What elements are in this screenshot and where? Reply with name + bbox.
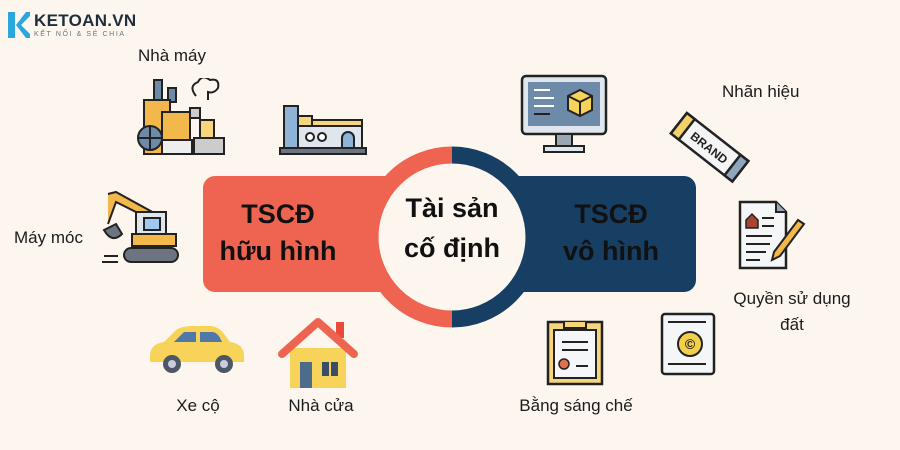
software-monitor-icon bbox=[520, 74, 608, 159]
center-title-line2: cố định bbox=[404, 233, 500, 263]
label-machinery: Máy móc bbox=[14, 228, 83, 247]
patent-certificate-icon bbox=[546, 318, 604, 391]
label-land-use-rights-line2: đất bbox=[780, 315, 804, 334]
factory-icon bbox=[136, 76, 226, 161]
label-vehicles: Xe cộ bbox=[176, 396, 220, 415]
brand-label-icon: BRAND bbox=[666, 108, 752, 193]
intangible-title-line2: vô hình bbox=[563, 236, 659, 266]
label-land-use-rights-line1: Quyền sử dụng bbox=[733, 289, 851, 308]
house-icon bbox=[278, 318, 358, 395]
center-title-line1: Tài sản bbox=[405, 193, 499, 223]
label-buildings: Nhà cửa bbox=[288, 396, 354, 415]
car-icon bbox=[148, 326, 246, 379]
excavator-icon bbox=[100, 190, 180, 273]
center-title: Tài sản cố định bbox=[382, 188, 522, 268]
logo-subtitle: KẾT NỐI & SẺ CHIA bbox=[34, 31, 126, 38]
logo-title: KETOAN.VN bbox=[34, 11, 137, 30]
tangible-title-line1: TSCĐ bbox=[241, 199, 315, 229]
svg-text:©: © bbox=[685, 336, 696, 352]
label-land-use-rights: Quyền sử dụng đất bbox=[722, 286, 862, 338]
copyright-document-icon: © bbox=[660, 312, 716, 381]
plant-building-icon bbox=[278, 104, 368, 161]
label-factory: Nhà máy bbox=[137, 46, 207, 65]
land-use-document-icon bbox=[736, 200, 808, 277]
intangible-title-line1: TSCĐ bbox=[574, 199, 648, 229]
label-patent: Bằng sáng chế bbox=[519, 396, 633, 415]
tangible-title-line2: hữu hình bbox=[219, 236, 337, 266]
logo: KETOAN.VN KẾT NỐI & SẺ CHIA bbox=[8, 12, 137, 38]
logo-k-icon bbox=[8, 12, 30, 38]
center-ring bbox=[361, 142, 543, 332]
label-trademark: Nhãn hiệu bbox=[722, 82, 800, 101]
